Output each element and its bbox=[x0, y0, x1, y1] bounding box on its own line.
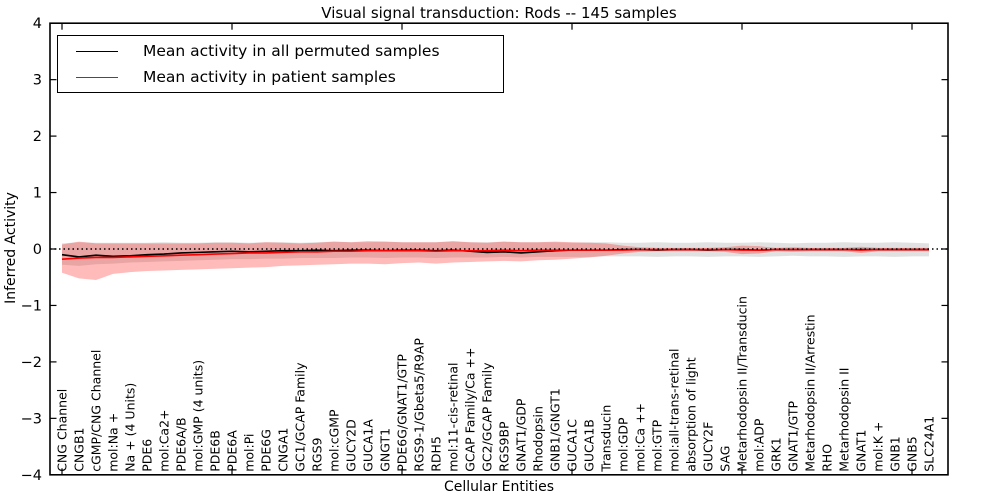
permuted-line-sample bbox=[76, 50, 118, 52]
x-category-label: CNGB1 bbox=[72, 428, 87, 472]
y-tick-label: −2 bbox=[21, 355, 42, 371]
x-category-label: PDE6G bbox=[259, 429, 274, 472]
x-category-label: RGS9-1/Gbeta5/R9AP bbox=[412, 338, 427, 472]
x-category-label: GUCA1B bbox=[582, 419, 597, 472]
band-permuted bbox=[62, 241, 929, 266]
x-category-label: mol:ADP bbox=[752, 418, 767, 472]
y-tick-label: 1 bbox=[33, 186, 42, 202]
y-axis-label: Inferred Activity bbox=[3, 192, 19, 304]
x-category-label: GCAP Family/Ca ++ bbox=[463, 348, 478, 472]
x-category-label: mol:GTP bbox=[650, 419, 665, 471]
x-category-label: PDE6A/B bbox=[174, 417, 189, 471]
legend-entry-patient: Mean activity in patient samples bbox=[58, 64, 503, 90]
y-tick-label: 0 bbox=[33, 242, 42, 258]
x-category-label: cGMP/CNG Channel bbox=[89, 350, 104, 472]
x-category-label: GNAT1/GDP bbox=[514, 398, 529, 472]
y-tick-label: 3 bbox=[33, 73, 42, 89]
x-category-label: GUCA1A bbox=[361, 419, 376, 472]
x-category-label: RGS9BP bbox=[497, 421, 512, 472]
y-tick-label: −1 bbox=[21, 298, 42, 314]
x-category-label: Rhodopsin bbox=[531, 406, 546, 472]
x-category-label: SAG bbox=[718, 446, 733, 472]
x-category-label: GUCY2F bbox=[701, 422, 716, 472]
y-tick-label: −3 bbox=[21, 411, 42, 427]
x-category-label: mol:Ca2+ bbox=[157, 409, 172, 471]
x-category-label: PDE6 bbox=[140, 439, 155, 472]
x-category-label: mol:11-cis-retinal bbox=[446, 363, 461, 472]
legend-label-patient: Mean activity in patient samples bbox=[143, 68, 396, 86]
x-category-label: CNG Channel bbox=[55, 389, 70, 472]
x-category-label: mol:GDP bbox=[616, 417, 631, 472]
x-category-label: CNGA1 bbox=[276, 428, 291, 472]
x-category-label: GUCA1C bbox=[565, 419, 580, 472]
x-category-label: GUCY2D bbox=[344, 419, 359, 472]
legend: Mean activity in all permuted samples Me… bbox=[57, 35, 504, 93]
legend-entry-permuted: Mean activity in all permuted samples bbox=[58, 38, 503, 64]
x-category-label: mol:K + bbox=[871, 422, 886, 472]
x-category-label: GNB1 bbox=[888, 436, 903, 472]
x-category-label: mol:Ca ++ bbox=[633, 403, 648, 472]
x-category-label: RDH5 bbox=[429, 436, 444, 472]
x-category-label: SLC24A1 bbox=[922, 416, 937, 472]
x-category-label: GNAT1 bbox=[854, 430, 869, 472]
x-category-label: mol:GMP (4 units) bbox=[191, 360, 206, 472]
x-category-label: GRK1 bbox=[769, 437, 784, 472]
x-category-label: GNB5 bbox=[905, 436, 920, 472]
x-category-label: Na + (4 Units) bbox=[123, 383, 138, 472]
x-category-label: absorption of light bbox=[684, 357, 699, 472]
x-category-label: PDE6G/GNAT1/GTP bbox=[395, 354, 410, 472]
x-category-label: Transducin bbox=[599, 405, 614, 473]
patient-line-sample bbox=[76, 76, 118, 78]
x-category-label: GNB1/GNGT1 bbox=[548, 388, 563, 472]
x-category-label: PDE6A bbox=[225, 430, 240, 472]
x-category-label: GNGT1 bbox=[378, 428, 393, 472]
chart-title: Visual signal transduction: Rods -- 145 … bbox=[321, 4, 677, 22]
x-category-label: Metarhodopsin II bbox=[837, 368, 852, 472]
x-category-label: Metarhodopsin II/Arrestin bbox=[803, 314, 818, 471]
x-category-label: mol:cGMP bbox=[327, 409, 342, 472]
legend-label-permuted: Mean activity in all permuted samples bbox=[143, 42, 440, 60]
x-category-label: PDE6B bbox=[208, 430, 223, 472]
x-category-label: mol:Pi bbox=[242, 434, 257, 472]
x-category-label: GC1/GCAP Family bbox=[293, 362, 308, 472]
x-category-label: mol:all-trans-retinal bbox=[667, 349, 682, 472]
y-tick-label: 2 bbox=[33, 129, 42, 145]
y-tick-label: 4 bbox=[33, 16, 42, 32]
x-category-label: GNAT1/GTP bbox=[786, 401, 801, 472]
y-tick-label: −4 bbox=[21, 468, 42, 484]
x-category-label: Metarhodopsin II/Transducin bbox=[735, 296, 750, 472]
x-category-label: RHO bbox=[820, 444, 835, 472]
x-category-label: RGS9 bbox=[310, 437, 325, 471]
x-category-label: mol:Na + bbox=[106, 413, 121, 472]
x-axis-label: Cellular Entities bbox=[443, 479, 555, 495]
x-category-label: GC2/GCAP Family bbox=[480, 362, 495, 472]
